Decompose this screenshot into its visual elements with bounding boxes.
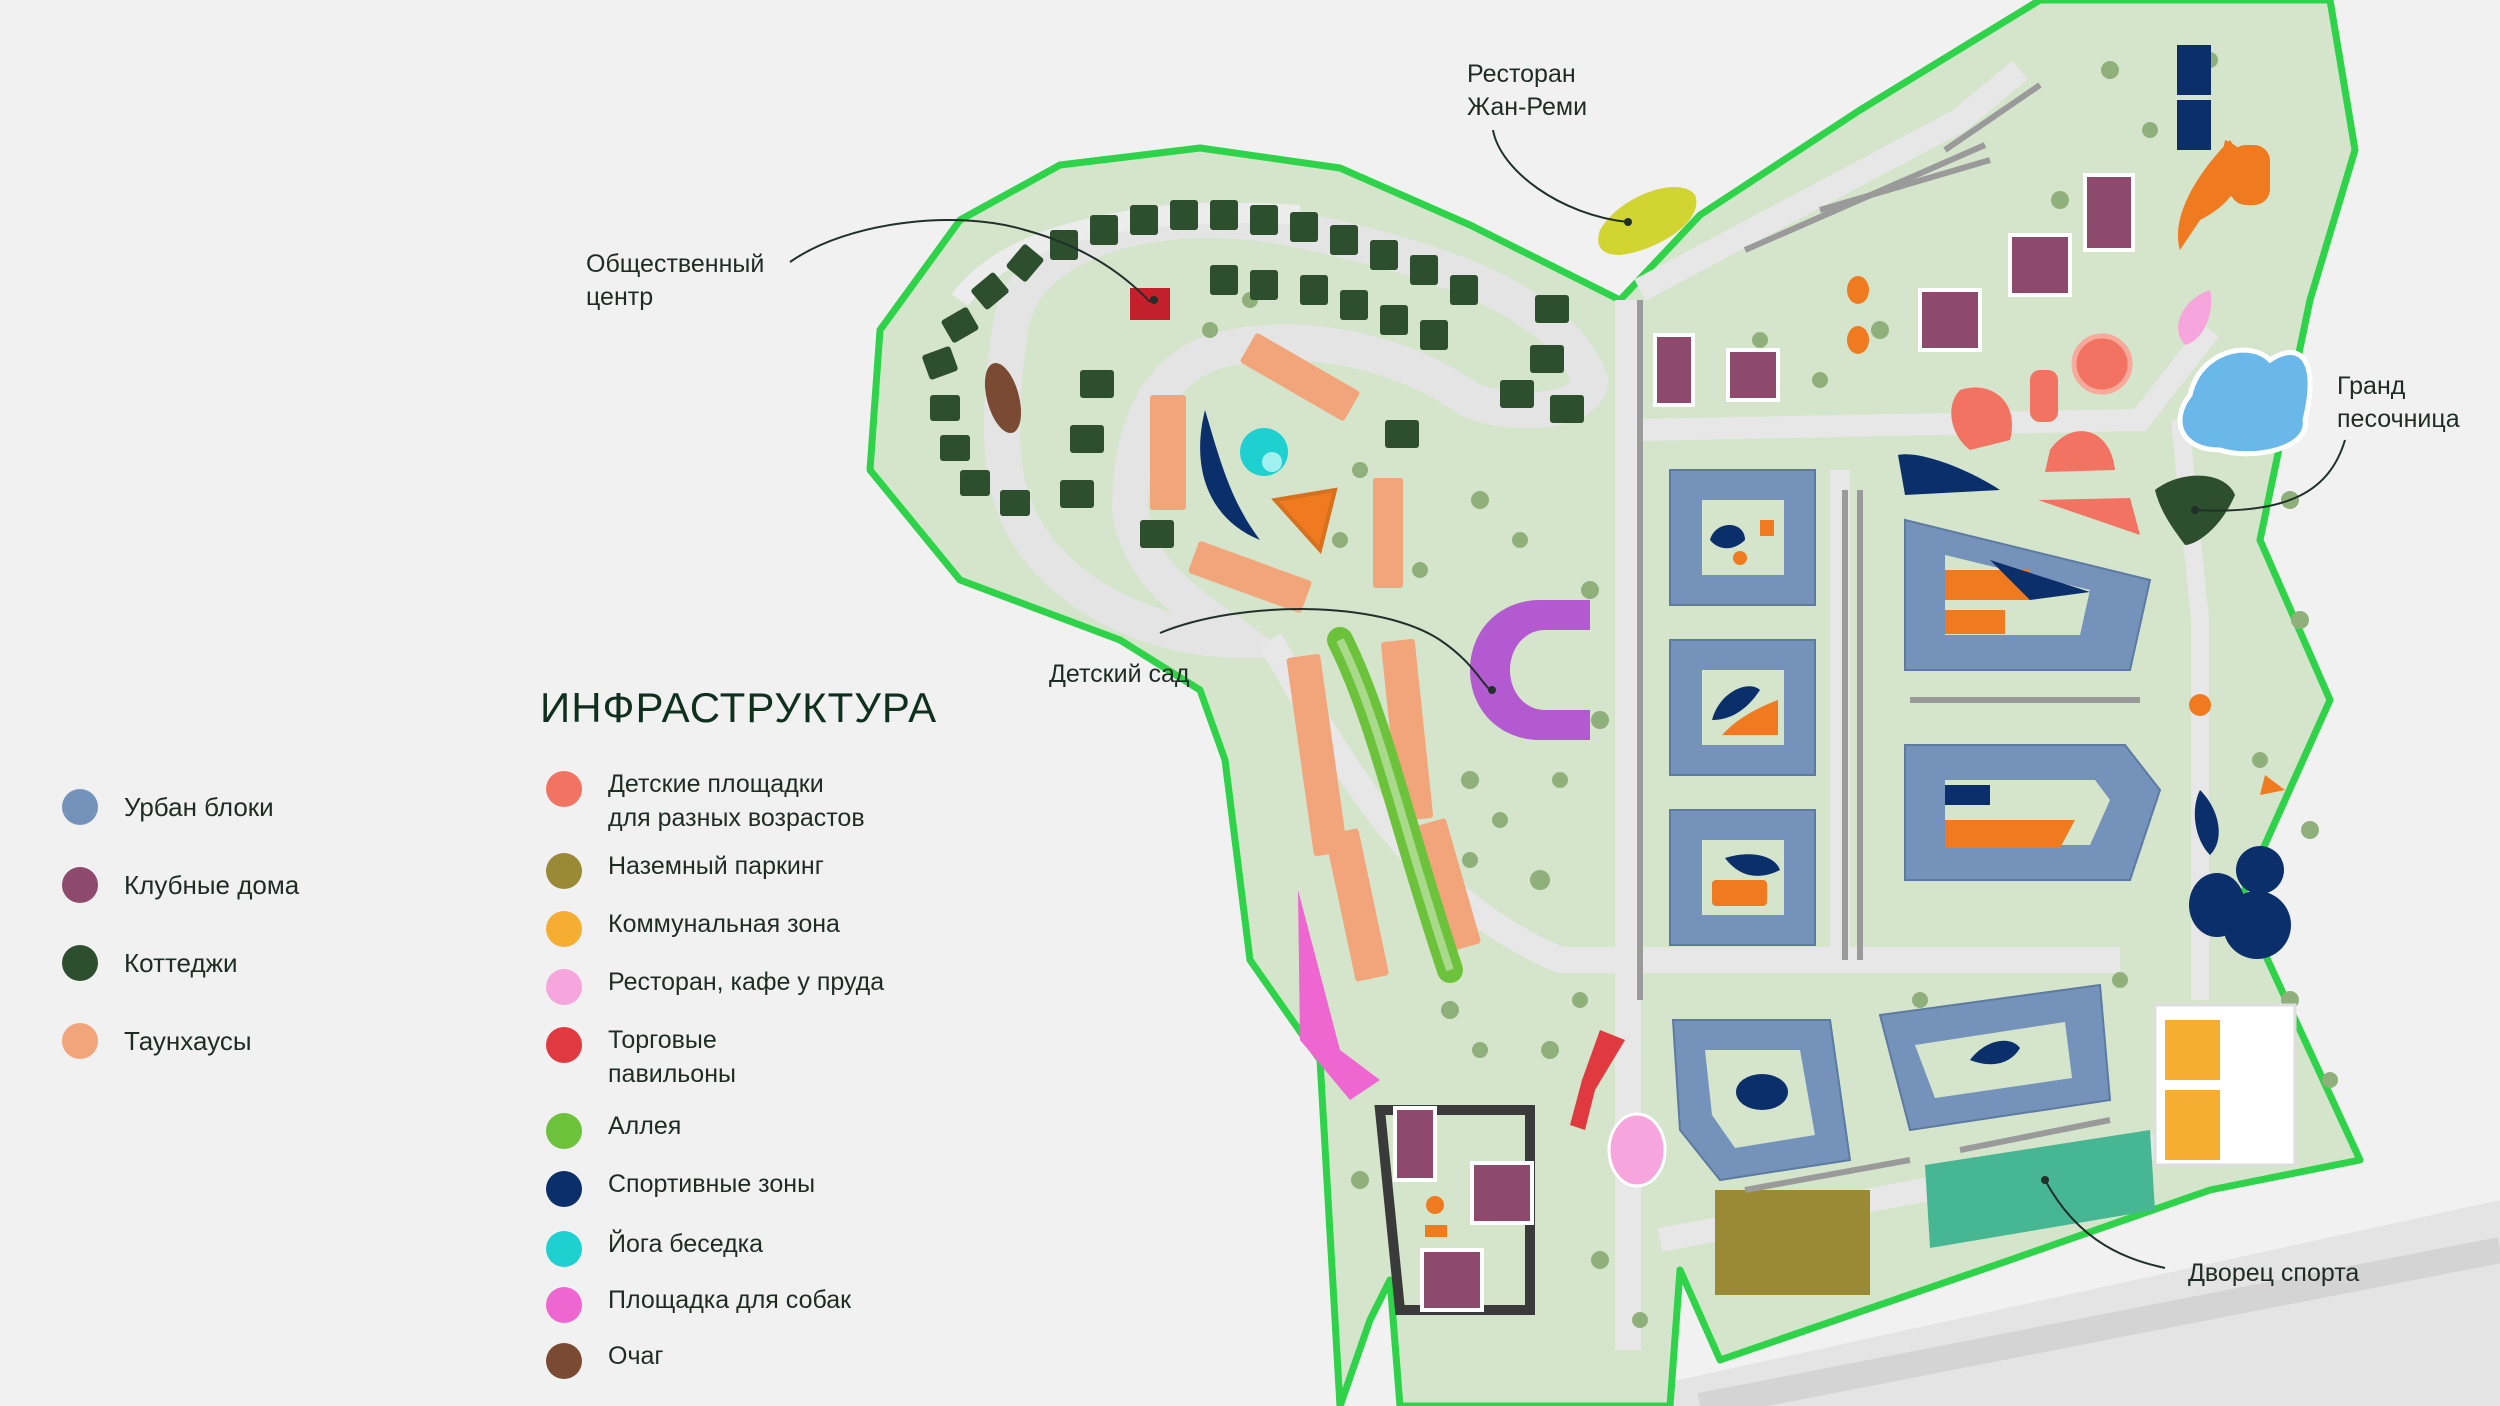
legend-label: Йога беседка — [608, 1230, 764, 1258]
leader-sandbox — [2194, 439, 2346, 512]
leader-restaurant — [1492, 129, 1629, 223]
legend-label: Торговые павильоны — [608, 1026, 736, 1088]
legend-item: Урбан блоки — [62, 768, 299, 846]
callout-restaurant: Ресторан Жан-Реми — [1467, 60, 1588, 121]
legend-label: Клубные дома — [124, 869, 300, 900]
legend-item: Коттеджи — [62, 924, 299, 1002]
leader-sports — [2044, 1179, 2166, 1269]
legend-item: Очаг — [546, 1327, 986, 1383]
legend-label: Ресторан, кафе у пруда — [608, 968, 885, 996]
legend-swatch — [546, 1231, 582, 1267]
legend-swatch — [546, 969, 582, 1005]
legend-label: Таунхаусы — [124, 1025, 252, 1056]
legend-swatch — [546, 771, 582, 807]
legend-item: Спортивные зоны — [546, 1155, 986, 1215]
legend-label: Наземный паркинг — [608, 852, 824, 880]
callout-community-center: Общественный центр — [586, 250, 765, 311]
legend-item: Площадка для собак — [546, 1271, 986, 1327]
legend-item: Наземный паркинг — [546, 837, 986, 895]
legend-swatch — [546, 1113, 582, 1149]
legend-item: Клубные дома — [62, 846, 299, 924]
legend-swatch — [546, 853, 582, 889]
callout-kindergarten: Детский сад — [1049, 660, 1190, 688]
legend-building-types: Урбан блоки Клубные дома Коттеджи Таунха… — [62, 768, 299, 1080]
legend-label: Площадка для собак — [608, 1286, 852, 1314]
legend-item: Ресторан, кафе у пруда — [546, 953, 986, 1011]
legend-swatch — [546, 1343, 582, 1379]
leader-kindergarten — [1159, 608, 1491, 691]
legend-label: Аллея — [608, 1112, 682, 1140]
legend-swatch — [62, 945, 98, 981]
legend-swatch — [62, 789, 98, 825]
leader-community — [789, 219, 1151, 303]
legend-label: Коттеджи — [124, 947, 238, 978]
legend-swatch — [546, 1027, 582, 1063]
legend-item: Йога беседка — [546, 1215, 986, 1271]
legend-swatch — [546, 911, 582, 947]
legend-swatch — [546, 1287, 582, 1323]
legend-label: Детские площадки для разных возрастов — [608, 770, 865, 832]
legend-swatch — [62, 1023, 98, 1059]
legend-swatch — [62, 867, 98, 903]
legend-item: Аллея — [546, 1097, 986, 1155]
legend-item: Торговые павильоны — [546, 1011, 986, 1097]
infrastructure-title: ИНФРАСТРУКТУРА — [540, 684, 938, 731]
legend-label: Коммунальная зона — [608, 910, 840, 938]
callout-grand-sandbox: Гранд песочница — [2337, 372, 2460, 433]
legend-swatch — [546, 1171, 582, 1207]
legend-item: Таунхаусы — [62, 1002, 299, 1080]
legend-label: Очаг — [608, 1342, 664, 1370]
callout-sports-palace: Дворец спорта — [2188, 1259, 2360, 1287]
legend-label: Спортивные зоны — [608, 1170, 816, 1198]
legend-item: Детские площадки для разных возрастов — [546, 755, 986, 837]
legend-item: Коммунальная зона — [546, 895, 986, 953]
legend-label: Урбан блоки — [124, 791, 274, 822]
legend-infrastructure: Детские площадки для разных возрастов На… — [546, 755, 986, 1383]
